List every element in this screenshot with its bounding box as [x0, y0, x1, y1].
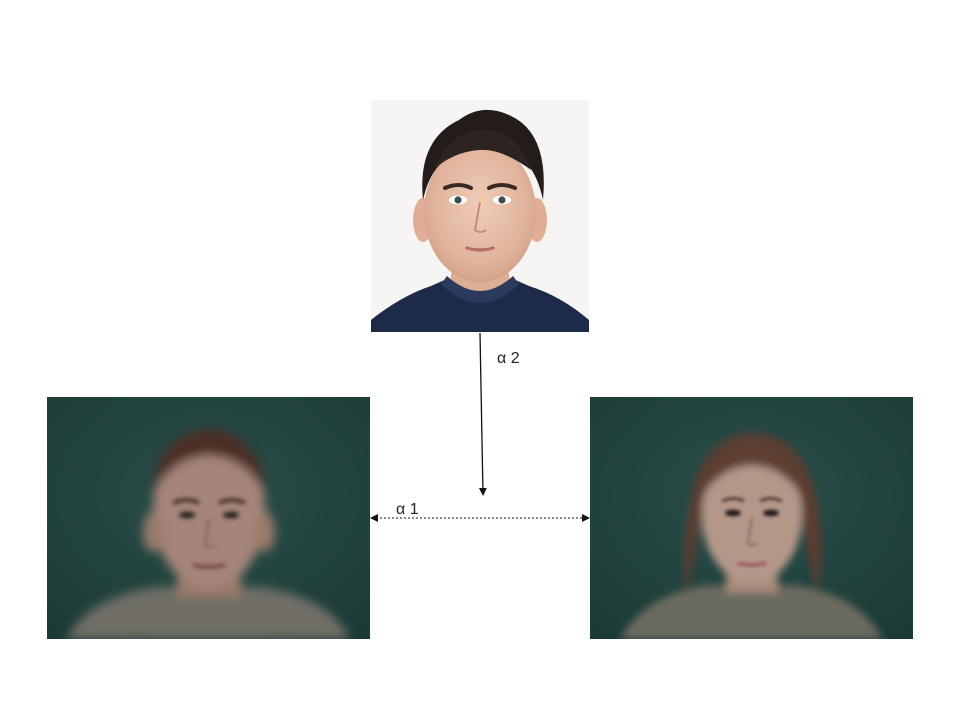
alpha2-label: α 2 [497, 350, 520, 367]
average-male-face-photo [47, 397, 370, 639]
average-female-face-image [590, 397, 913, 639]
alpha1-label: α 1 [396, 501, 419, 518]
young-man-portrait-image [371, 100, 589, 332]
young-man-portrait-photo [371, 100, 589, 332]
average-female-face-photo [590, 397, 913, 639]
average-male-face-image [47, 397, 370, 639]
alpha2-arrow [478, 332, 487, 496]
